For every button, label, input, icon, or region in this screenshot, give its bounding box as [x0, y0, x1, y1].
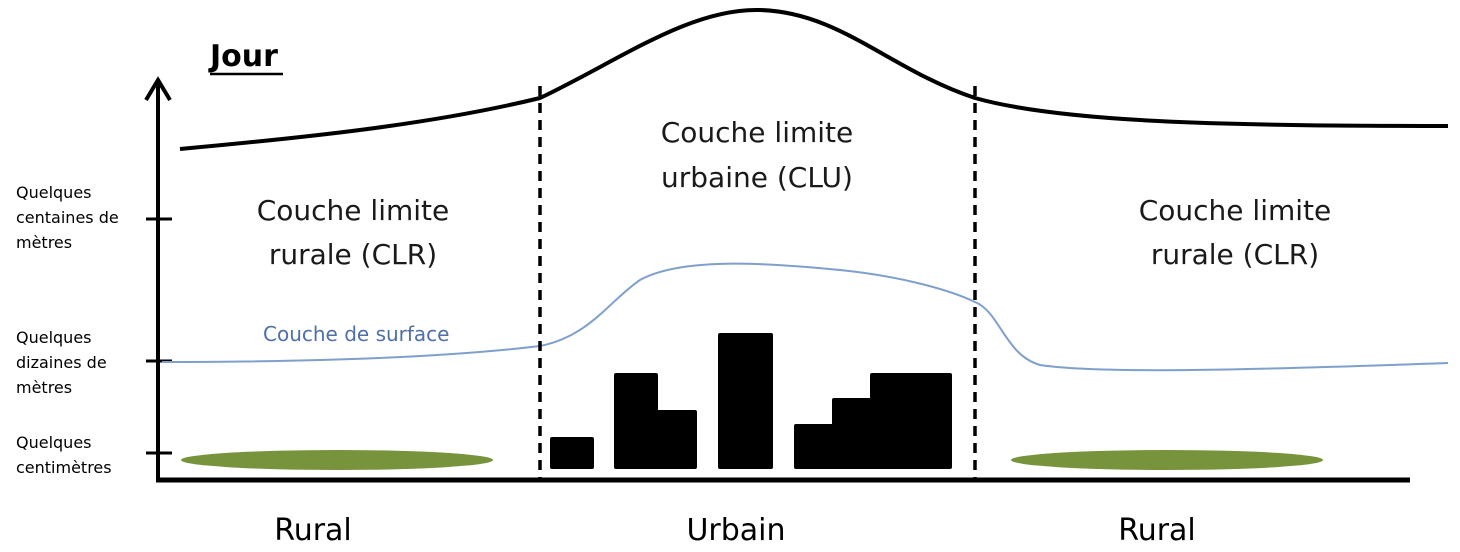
building: [870, 373, 952, 469]
layer-label-rural-left-line1: Couche limite: [257, 194, 450, 227]
zone-label-urban: Urbain: [686, 513, 785, 548]
y-label-centimetres-line2: centimètres: [16, 458, 112, 477]
building: [550, 437, 594, 469]
y-label-tens-line2: dizaines de: [16, 353, 107, 372]
y-label-hundreds-line2: centaines de: [16, 208, 119, 227]
y-label-hundreds-line1: Quelques: [16, 183, 92, 202]
y-label-centimetres-line1: Quelques: [16, 433, 92, 452]
layer-label-urban-line2: urbaine (CLU): [661, 161, 853, 194]
boundary-layer-top-curve: [179, 7, 1449, 151]
layer-label-urban-line1: Couche limite: [661, 116, 854, 149]
building: [794, 424, 836, 469]
zone-label-rural-left: Rural: [274, 513, 352, 548]
diagram-title: Jour: [208, 39, 278, 74]
rural-vegetation-left: [181, 450, 493, 470]
layer-label-rural-left-line2: rurale (CLR): [269, 238, 437, 271]
layer-label-rural-right-line2: rurale (CLR): [1151, 238, 1319, 271]
building: [654, 410, 697, 469]
layer-label-rural-right-line1: Couche limite: [1139, 194, 1332, 227]
y-label-tens-line1: Quelques: [16, 328, 92, 347]
surface-layer-label: Couche de surface: [263, 322, 449, 346]
building: [718, 333, 773, 469]
building: [614, 373, 658, 469]
building: [832, 398, 874, 469]
urban-buildings: [550, 333, 952, 469]
y-label-hundreds-line3: mètres: [16, 233, 72, 252]
rural-vegetation-right: [1011, 450, 1323, 470]
y-axis-arrowhead: [144, 76, 172, 102]
surface-layer-curve: [161, 262, 1449, 372]
y-label-tens-line3: mètres: [16, 378, 72, 397]
zone-label-rural-right: Rural: [1118, 513, 1196, 548]
